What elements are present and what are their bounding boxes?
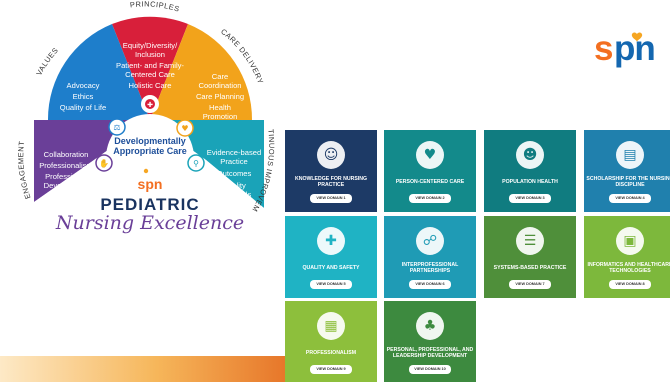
continuous-improvement-item: Evidence-based [207,148,261,157]
continuous-improvement-item: Quality [222,181,246,190]
chip-icon: ▣ [616,227,644,255]
svg-text:✋: ✋ [99,158,109,168]
values-item: Advocacy [67,81,100,90]
continuous-improvement-item: Outcomes [217,169,252,178]
domain-tile-grid: ☺ KNOWLEDGE FOR NURSING PRACTICE VIEW DO… [285,128,670,382]
brand-subtitle: Nursing Excellence [55,212,244,234]
principles-item: Equity/Diversity/ [123,41,178,50]
engagement-item: Collaboration [44,150,89,159]
continuous-improvement-segment [150,120,264,208]
magnifier-icon [187,154,205,172]
engagement-item: Development [44,181,90,190]
hands-heart-icon: ♥ [416,141,444,169]
principles-item: Patient- and Family- [116,61,184,70]
clipboard-icon: ▦ [317,312,345,340]
view-domain-button[interactable]: VIEW DOMAIN 1 [310,194,352,203]
caring-hands-icon [176,119,194,137]
hierarchy-icon: ♣ [416,312,444,340]
view-domain-button[interactable]: VIEW DOMAIN 6 [409,280,451,289]
view-domain-button[interactable]: VIEW DOMAIN 4 [609,194,651,203]
wheel-spn-logo: spn [138,176,163,192]
engagement-item: Professional [45,172,87,181]
view-domain-button[interactable]: VIEW DOMAIN 8 [609,280,651,289]
domain-tile-1[interactable]: ☺ KNOWLEDGE FOR NURSING PRACTICE VIEW DO… [285,130,377,212]
rim-label-engagement: ENGAGEMENT [16,140,32,200]
brain-icon: ☺ [317,141,345,169]
domain-tile-4[interactable]: ▤ SCHOLARSHIP FOR THE NURSING DISCIPLINE… [584,130,670,212]
domain-title: POPULATION HEALTH [502,178,558,185]
view-domain-button[interactable]: VIEW DOMAIN 3 [509,194,551,203]
principles-item: Centered Care [125,70,175,79]
handshake-icon [95,154,113,172]
domain-title: INFORMATICS AND HEALTHCARE TECHNOLOGIES [587,261,670,274]
scales-icon [108,118,126,136]
values-item: Quality of Life [60,103,106,112]
values-segment [47,24,150,120]
svg-text:♥: ♥ [181,124,188,133]
heart-icon [631,32,643,42]
svg-text:✚: ✚ [147,101,153,109]
care-delivery-item: Promotion [203,112,238,121]
rim-label-values: VALUES [34,46,60,77]
domain-tile-2[interactable]: ♥ PERSON-CENTERED CARE VIEW DOMAIN 2 [384,130,476,212]
engagement-item: Professionalism [39,161,93,170]
domain-title: KNOWLEDGE FOR NURSING PRACTICE [294,175,368,188]
logo-text-s: s [594,30,613,68]
care-delivery-item: Care Planning [196,92,244,101]
rim-label-principles: PRINCIPLES [129,0,180,14]
brand-title: PEDIATRIC [100,195,199,214]
view-domain-button[interactable]: VIEW DOMAIN 10 [409,365,451,374]
principles-item: Inclusion [135,50,165,59]
domain-tile-10[interactable]: ♣ PERSONAL, PROFESSIONAL, AND LEADERSHIP… [384,301,476,382]
care-delivery-segment [150,24,253,120]
people-group-icon: ☻ [516,141,544,169]
view-domain-button[interactable]: VIEW DOMAIN 7 [509,280,551,289]
domain-title: PERSONAL, PROFESSIONAL, AND LEADERSHIP D… [386,346,474,359]
domain-title: PERSON-CENTERED CARE [395,178,465,185]
domain-tile-9[interactable]: ▦ PROFESSIONALISM VIEW DOMAIN 9 [285,301,377,382]
domain-tile-8[interactable]: ▣ INFORMATICS AND HEALTHCARE TECHNOLOGIE… [584,216,670,298]
domain-title: PROFESSIONALISM [305,349,357,356]
care-delivery-item: Coordination [198,81,241,90]
center-text: Developmentally [114,136,186,146]
values-item: Ethics [73,92,94,101]
shield-icon: ✚ [317,227,345,255]
domain-tile-6[interactable]: ☍ INTERPROFESSIONAL PARTNERSHIPS VIEW DO… [384,216,476,298]
bottom-gradient-strip [0,356,285,382]
view-domain-button[interactable]: VIEW DOMAIN 9 [310,365,352,374]
care-delivery-item: Care [212,72,228,81]
svg-text:⚲: ⚲ [193,159,199,168]
principles-item: Holistic Care [128,81,171,90]
center-text: Appropriate Care [113,146,187,156]
network-icon: ☍ [416,227,444,255]
domain-tile-7[interactable]: ☰ SYSTEMS-BASED PRACTICE VIEW DOMAIN 7 [484,216,576,298]
svg-text:⚖: ⚖ [113,123,120,132]
domain-title: SYSTEMS-BASED PRACTICE [493,264,567,271]
book-icon: ▤ [616,141,644,169]
wheel-center [106,114,194,202]
spn-logo: s pn spn [594,29,662,70]
view-domain-button[interactable]: VIEW DOMAIN 5 [310,280,352,289]
domain-title: QUALITY AND SAFETY [302,264,360,271]
sliders-icon: ☰ [516,227,544,255]
domain-title: INTERPROFESSIONAL PARTNERSHIPS [401,261,459,274]
domain-tile-5[interactable]: ✚ QUALITY AND SAFETY VIEW DOMAIN 5 [285,216,377,298]
principles-segment [112,16,188,121]
continuous-improvement-item: Practice [220,157,247,166]
pediatric-nursing-wheel: PRINCIPLES VALUES CARE DELIVERY ENGAGEME… [0,0,276,234]
care-delivery-item: Health [209,103,231,112]
domain-tile-3[interactable]: ☻ POPULATION HEALTH VIEW DOMAIN 3 [484,130,576,212]
view-domain-button[interactable]: VIEW DOMAIN 2 [409,194,451,203]
continuous-improvement-item: Standards [217,190,252,199]
domain-title: SCHOLARSHIP FOR THE NURSING DISCIPLINE [586,175,670,188]
